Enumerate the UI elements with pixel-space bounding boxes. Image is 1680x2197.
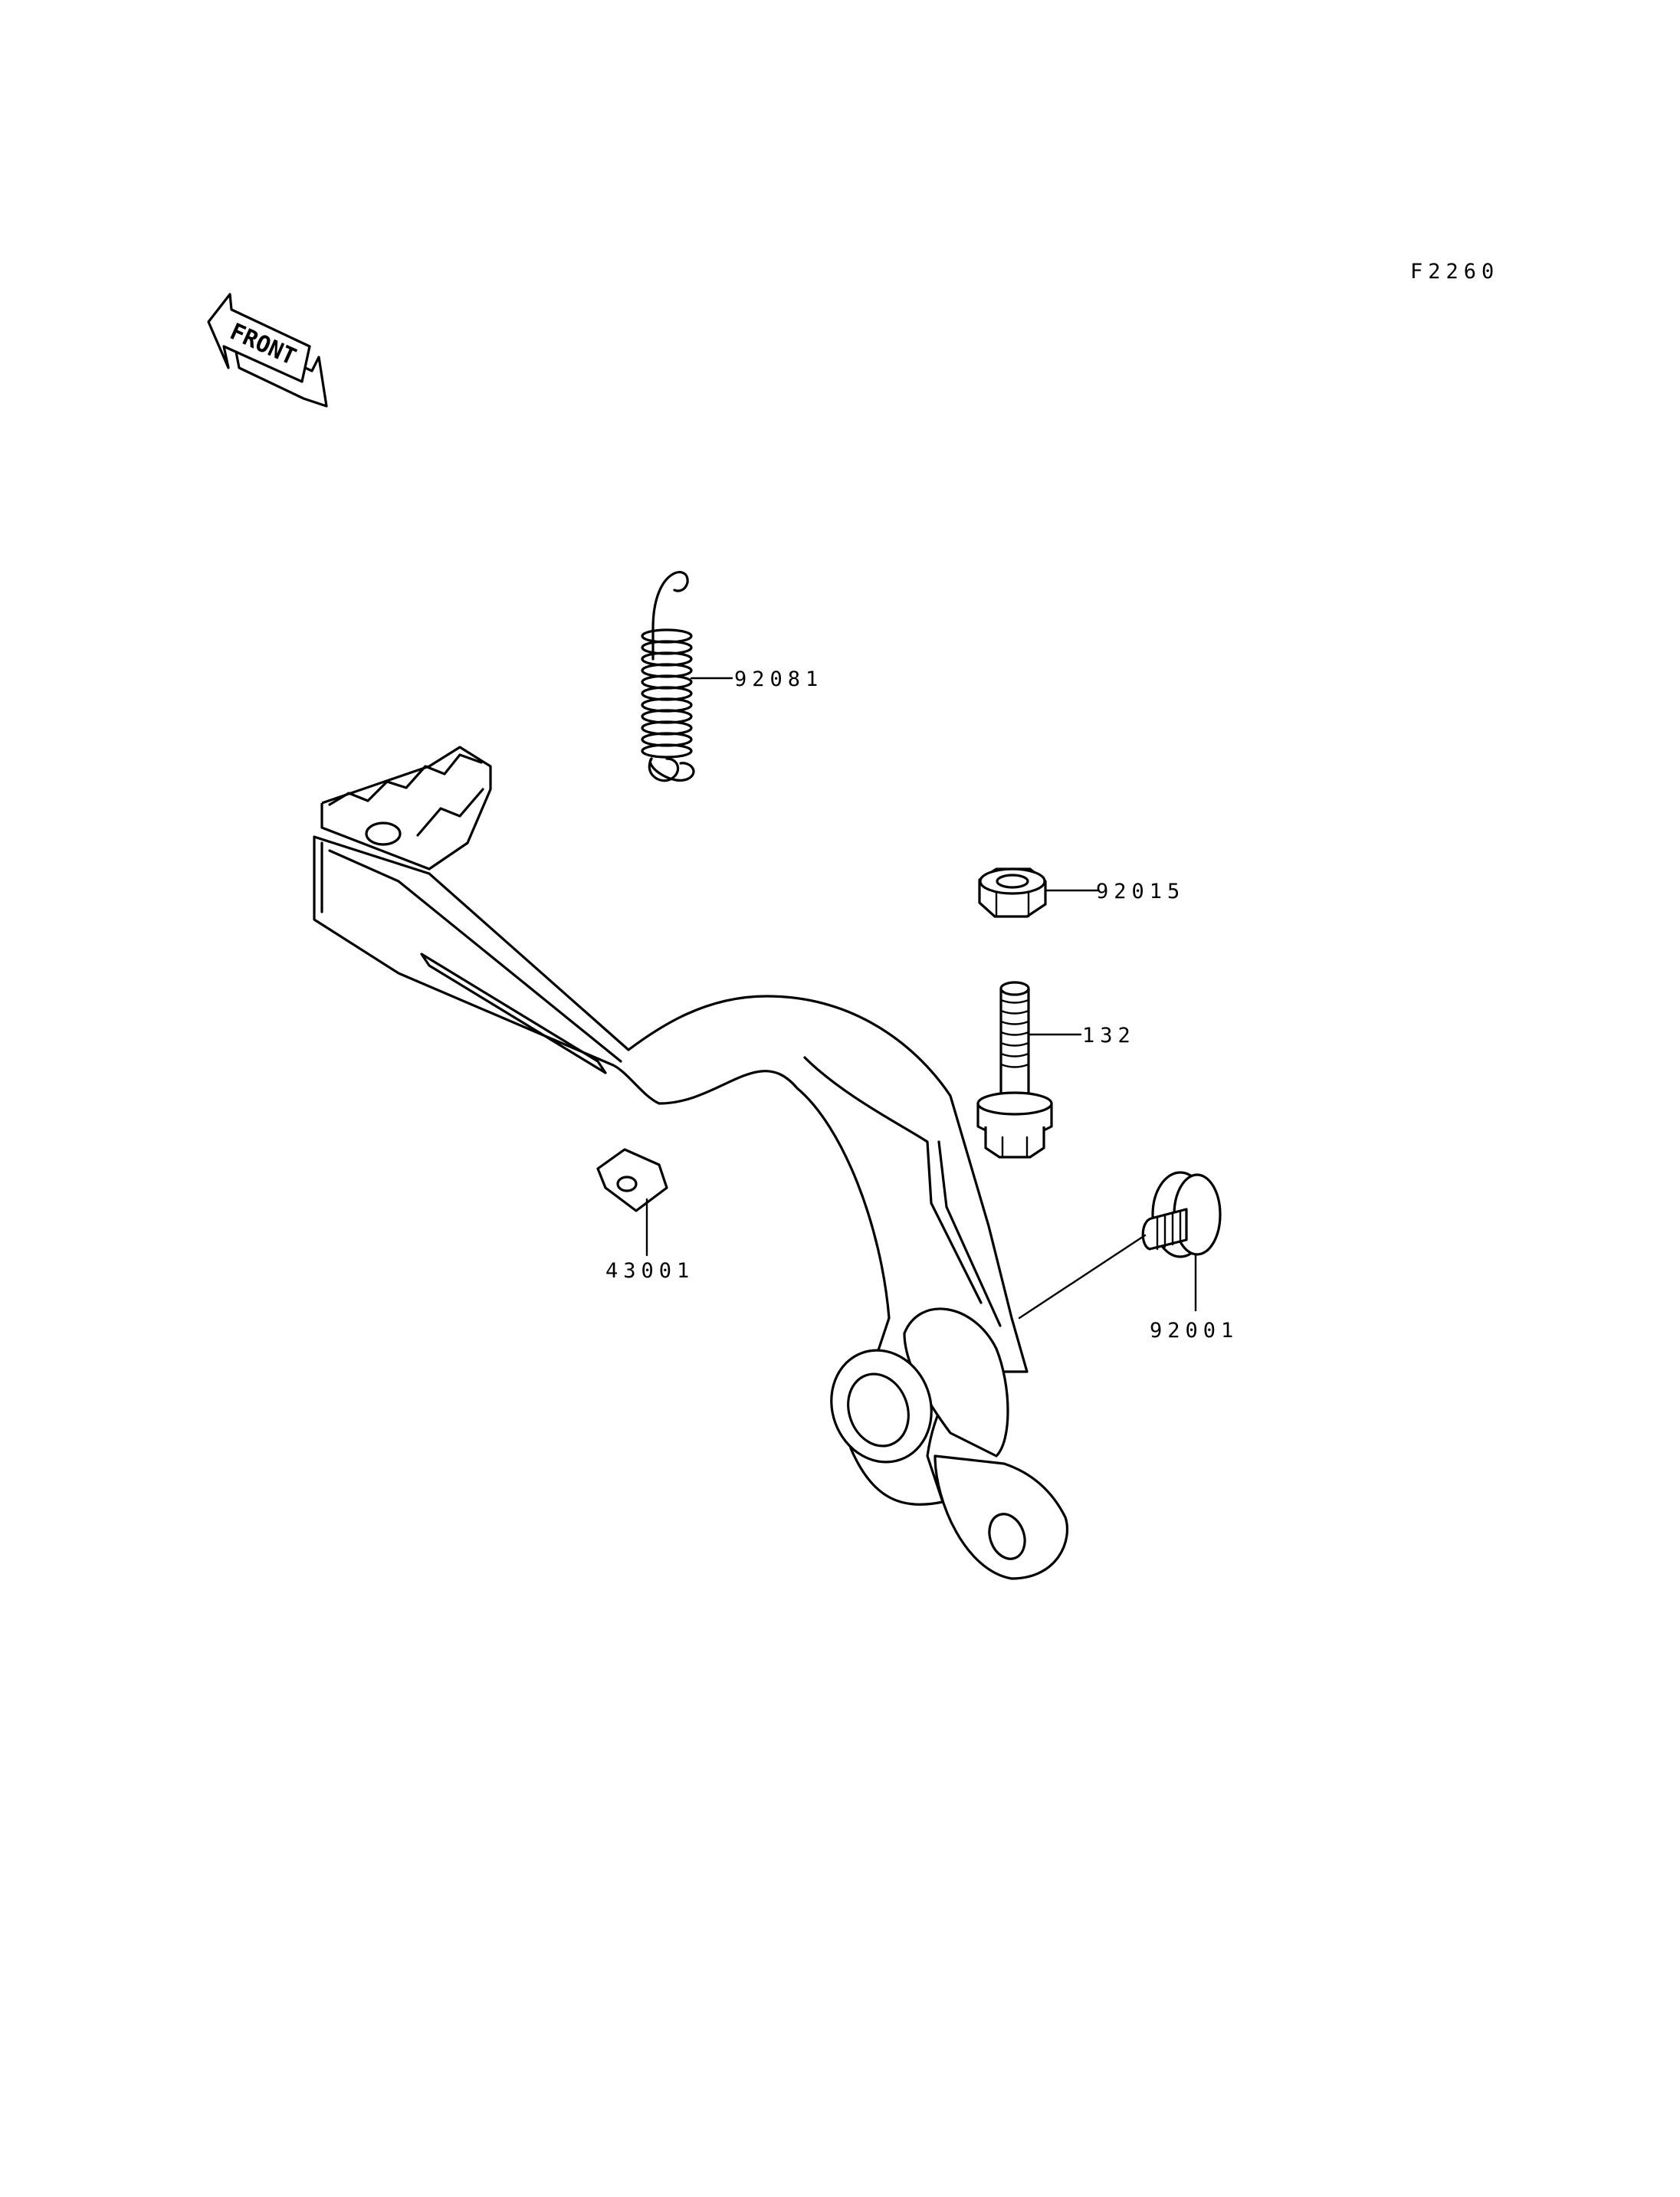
bolt-132[interactable] — [976, 981, 1082, 1159]
bolt-thread — [999, 1052, 1030, 1058]
figure-code: F2260 — [1410, 260, 1499, 284]
bolt-thread — [999, 1020, 1030, 1025]
front-arrow-icon: FRONT — [207, 293, 328, 408]
bolt-thread — [999, 1009, 1030, 1015]
pivot-bolt-92001[interactable] — [1018, 1171, 1222, 1320]
brake-pedal-43001[interactable] — [313, 746, 1069, 1580]
bolt-thread — [999, 1063, 1030, 1068]
part-label-92081: 92081 — [734, 667, 823, 691]
part-label-92001: 92001 — [1150, 1319, 1239, 1343]
nut-92015[interactable] — [978, 867, 1099, 918]
part-label-92015: 92015 — [1096, 880, 1185, 903]
part-label-132: 132 — [1082, 1024, 1136, 1048]
part-label-43001: 43001 — [605, 1259, 694, 1283]
bolt-thread — [999, 1041, 1030, 1047]
spring-92081[interactable] — [641, 571, 733, 782]
bolt-thread — [999, 998, 1030, 1004]
spring-coil — [641, 743, 693, 759]
bolt-thread — [999, 1031, 1030, 1036]
